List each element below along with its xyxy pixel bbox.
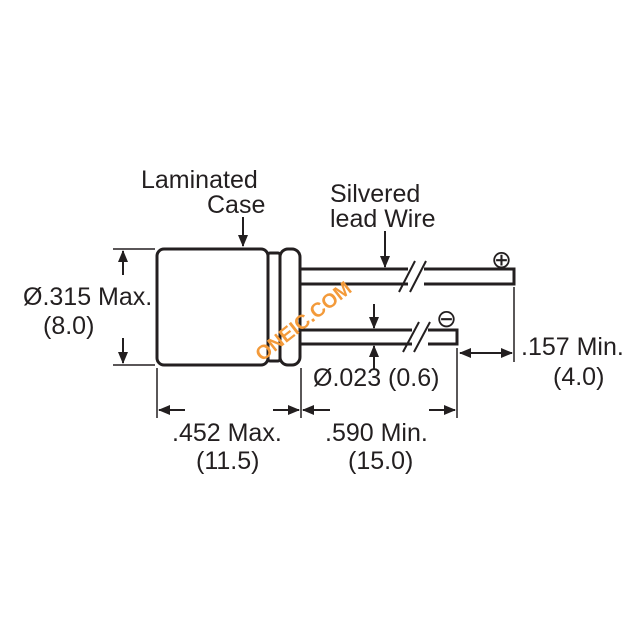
positive-symbol: ⊕ bbox=[491, 246, 512, 274]
lead-spacing-mm-label: (4.0) bbox=[553, 363, 604, 391]
negative-symbol: ⊖ bbox=[436, 305, 457, 333]
lead-length-dimension: .590 Min. (15.0) bbox=[302, 348, 458, 475]
wire-label-line2: lead Wire bbox=[330, 205, 436, 233]
diameter-label: Ø.315 Max. bbox=[23, 283, 152, 311]
lead-length-label: .590 Min. bbox=[325, 419, 428, 447]
body-length-mm-label: (11.5) bbox=[196, 447, 259, 475]
negative-lead-wire bbox=[300, 321, 459, 353]
lead-length-mm-label: (15.0) bbox=[348, 447, 413, 475]
capacitor-rubber-bung bbox=[278, 247, 302, 367]
diameter-dimension: Ø.315 Max. (8.0) bbox=[23, 248, 155, 366]
wire-callout: Silvered lead Wire bbox=[330, 180, 436, 268]
lead-wires: ⊕ ⊖ bbox=[300, 246, 516, 353]
lead-spacing-label: .157 Min. bbox=[521, 333, 624, 361]
wire-label-line1: Silvered bbox=[330, 180, 420, 208]
case-callout: Laminated Case bbox=[141, 166, 265, 247]
body-length-dimension: .452 Max. (11.5) bbox=[156, 368, 302, 475]
capacitor-body bbox=[155, 247, 302, 367]
case-label-line2: Case bbox=[207, 191, 265, 219]
diameter-mm-label: (8.0) bbox=[43, 312, 94, 340]
body-length-label: .452 Max. bbox=[172, 419, 282, 447]
lead-diameter-dimension: Ø.023 (0.6) bbox=[313, 304, 439, 392]
case-label-line1: Laminated bbox=[141, 166, 258, 194]
lead-diameter-label: Ø.023 (0.6) bbox=[313, 364, 439, 392]
positive-lead-wire bbox=[300, 260, 516, 293]
lead-spacing-dimension: .157 Min. (4.0) bbox=[459, 287, 624, 391]
